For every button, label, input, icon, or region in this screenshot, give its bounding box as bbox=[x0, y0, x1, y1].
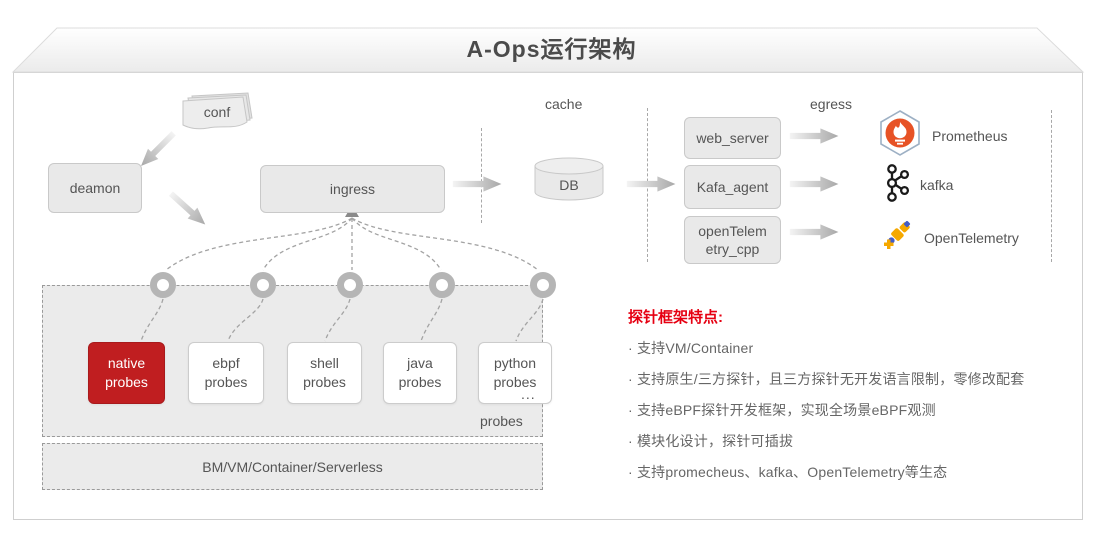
web-server-label: web_server bbox=[696, 129, 769, 146]
python-probes-label: python probes bbox=[493, 355, 537, 390]
connector-ring bbox=[530, 272, 556, 298]
conf-document-icon bbox=[180, 92, 256, 145]
opentelemetry-label: OpenTelemetry bbox=[924, 230, 1019, 246]
arrow-ingress-to-db bbox=[452, 175, 504, 198]
deamon-node: deamon bbox=[48, 163, 142, 213]
python-probes-node: python probes bbox=[478, 342, 552, 404]
connector-ring bbox=[150, 272, 176, 298]
prometheus-icon bbox=[877, 110, 923, 161]
arrow-to-kafka bbox=[789, 175, 841, 198]
platform-label: BM/VM/Container/Serverless bbox=[202, 458, 383, 475]
probes-ellipsis: ... bbox=[521, 386, 536, 402]
sink-kafka: kafka bbox=[884, 163, 954, 207]
opentelemetry-cpp-label: openTelem etry_cpp bbox=[698, 222, 767, 257]
feature-item: · 模块化设计，探针可插拔 bbox=[628, 433, 794, 449]
cache-label: cache bbox=[545, 96, 583, 112]
shell-probes-label: shell probes bbox=[303, 355, 346, 390]
java-probes-node: java probes bbox=[383, 342, 457, 404]
opentelemetry-cpp-node: openTelem etry_cpp bbox=[684, 216, 781, 264]
shell-probes-node: shell probes bbox=[287, 342, 362, 404]
feature-item: · 支持eBPF探针开发框架，实现全场景eBPF观测 bbox=[628, 402, 936, 418]
features-title: 探针框架特点: bbox=[628, 309, 723, 326]
sink-prometheus: Prometheus bbox=[877, 110, 1008, 161]
db-cylinder bbox=[533, 156, 605, 209]
arrow-to-prometheus bbox=[789, 127, 841, 150]
features-panel: 探针框架特点: · 支持VM/Container · 支持原生/三方探针，且三方… bbox=[628, 306, 1078, 493]
divider-cache-left bbox=[481, 128, 482, 223]
sink-opentelemetry: OpenTelemetry bbox=[877, 219, 1019, 257]
deamon-label: deamon bbox=[69, 179, 121, 196]
arrow-to-opentelemetry bbox=[789, 223, 841, 246]
native-probes-node: native probes bbox=[88, 342, 165, 404]
kafa-agent-node: Kafa_agent bbox=[684, 165, 781, 209]
kafka-label: kafka bbox=[920, 177, 954, 193]
probes-group-label: probes bbox=[480, 413, 523, 429]
opentelemetry-icon bbox=[877, 217, 915, 260]
connector-ring bbox=[250, 272, 276, 298]
egress-label: egress bbox=[810, 96, 853, 112]
ingress-node: ingress bbox=[260, 165, 445, 213]
kafa-agent-label: Kafa_agent bbox=[696, 178, 769, 195]
web-server-node: web_server bbox=[684, 117, 781, 159]
arrow-deamon-to-ingress bbox=[161, 187, 212, 236]
ebpf-probes-label: ebpf probes bbox=[204, 355, 248, 390]
arrow-conf-to-deamon bbox=[130, 123, 180, 173]
header-lid bbox=[11, 27, 1085, 73]
divider-egress-right bbox=[1051, 110, 1052, 262]
db-label: DB bbox=[559, 177, 579, 193]
ebpf-probes-node: ebpf probes bbox=[188, 342, 264, 404]
conf-label: conf bbox=[203, 104, 231, 120]
feature-item: · 支持原生/三方探针，且三方探针无开发语言限制，零修改配套 bbox=[628, 371, 1025, 387]
connector-ring bbox=[429, 272, 455, 298]
kafka-icon bbox=[884, 163, 911, 207]
ingress-label: ingress bbox=[329, 180, 376, 197]
feature-item: · 支持VM/Container bbox=[628, 340, 754, 356]
arrow-db-to-exporters bbox=[626, 175, 678, 198]
platform-node: BM/VM/Container/Serverless bbox=[42, 443, 543, 490]
native-probes-label: native probes bbox=[105, 355, 148, 390]
prometheus-label: Prometheus bbox=[932, 127, 1008, 144]
java-probes-label: java probes bbox=[398, 355, 442, 390]
connector-ring bbox=[337, 272, 363, 298]
page-title: A-Ops运行架构 bbox=[466, 36, 637, 62]
feature-item: · 支持promecheus、kafka、OpenTelemetry等生态 bbox=[628, 464, 948, 480]
